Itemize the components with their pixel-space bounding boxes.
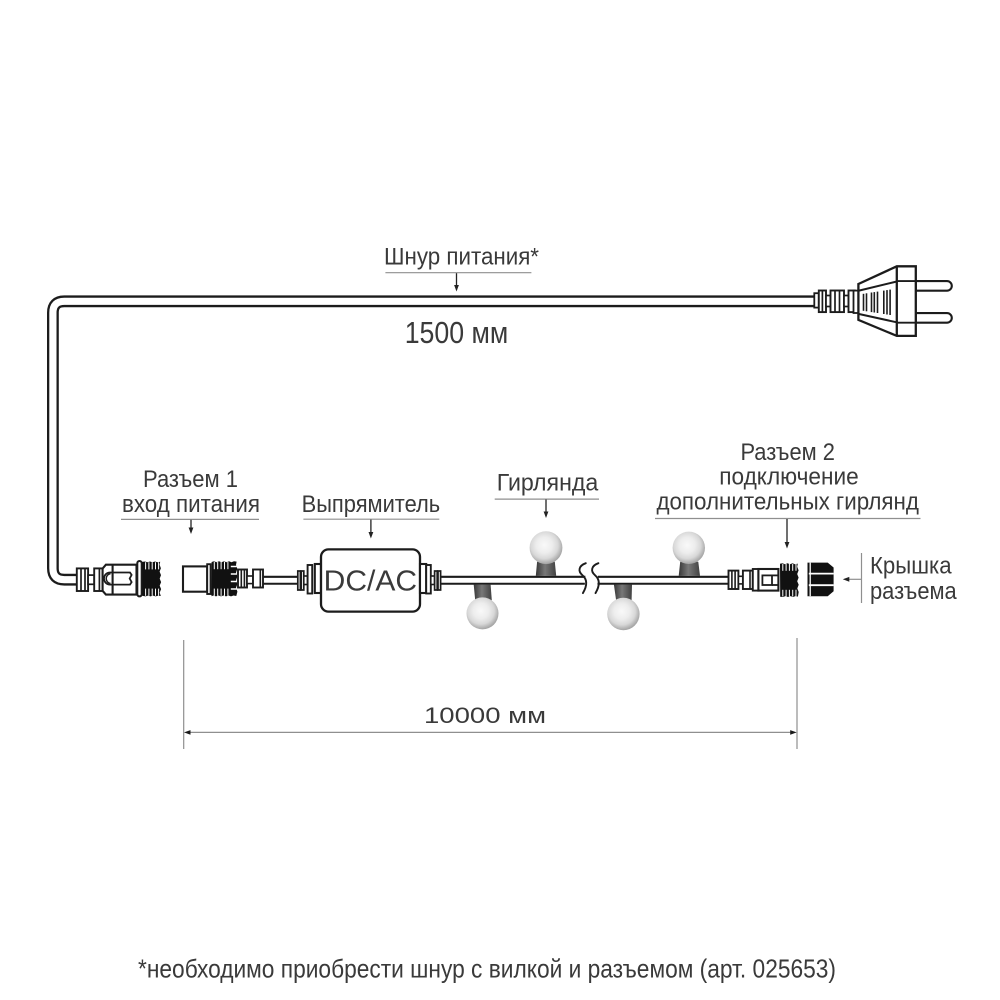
svg-text:дополнительных гирлянд: дополнительных гирлянд <box>656 488 919 515</box>
svg-text:Шнур питания*: Шнур питания* <box>384 244 539 271</box>
svg-text:Выпрямитель: Выпрямитель <box>302 491 441 518</box>
svg-text:подключение: подключение <box>719 464 859 491</box>
svg-text:10000 мм: 10000 мм <box>424 703 546 728</box>
svg-text:вход питания: вход питания <box>122 491 260 518</box>
svg-text:DC/AC: DC/AC <box>324 566 418 598</box>
svg-text:*необходимо приобрести шнур с: *необходимо приобрести шнур с вилкой и р… <box>138 954 836 984</box>
svg-text:1500 мм: 1500 мм <box>405 316 509 350</box>
svg-text:Гирлянда: Гирлянда <box>497 470 599 497</box>
svg-text:Крышка: Крышка <box>870 553 952 580</box>
svg-text:разъема: разъема <box>870 578 957 605</box>
svg-text:Разъем 1: Разъем 1 <box>143 466 238 493</box>
svg-text:Разъем 2: Разъем 2 <box>740 439 835 466</box>
